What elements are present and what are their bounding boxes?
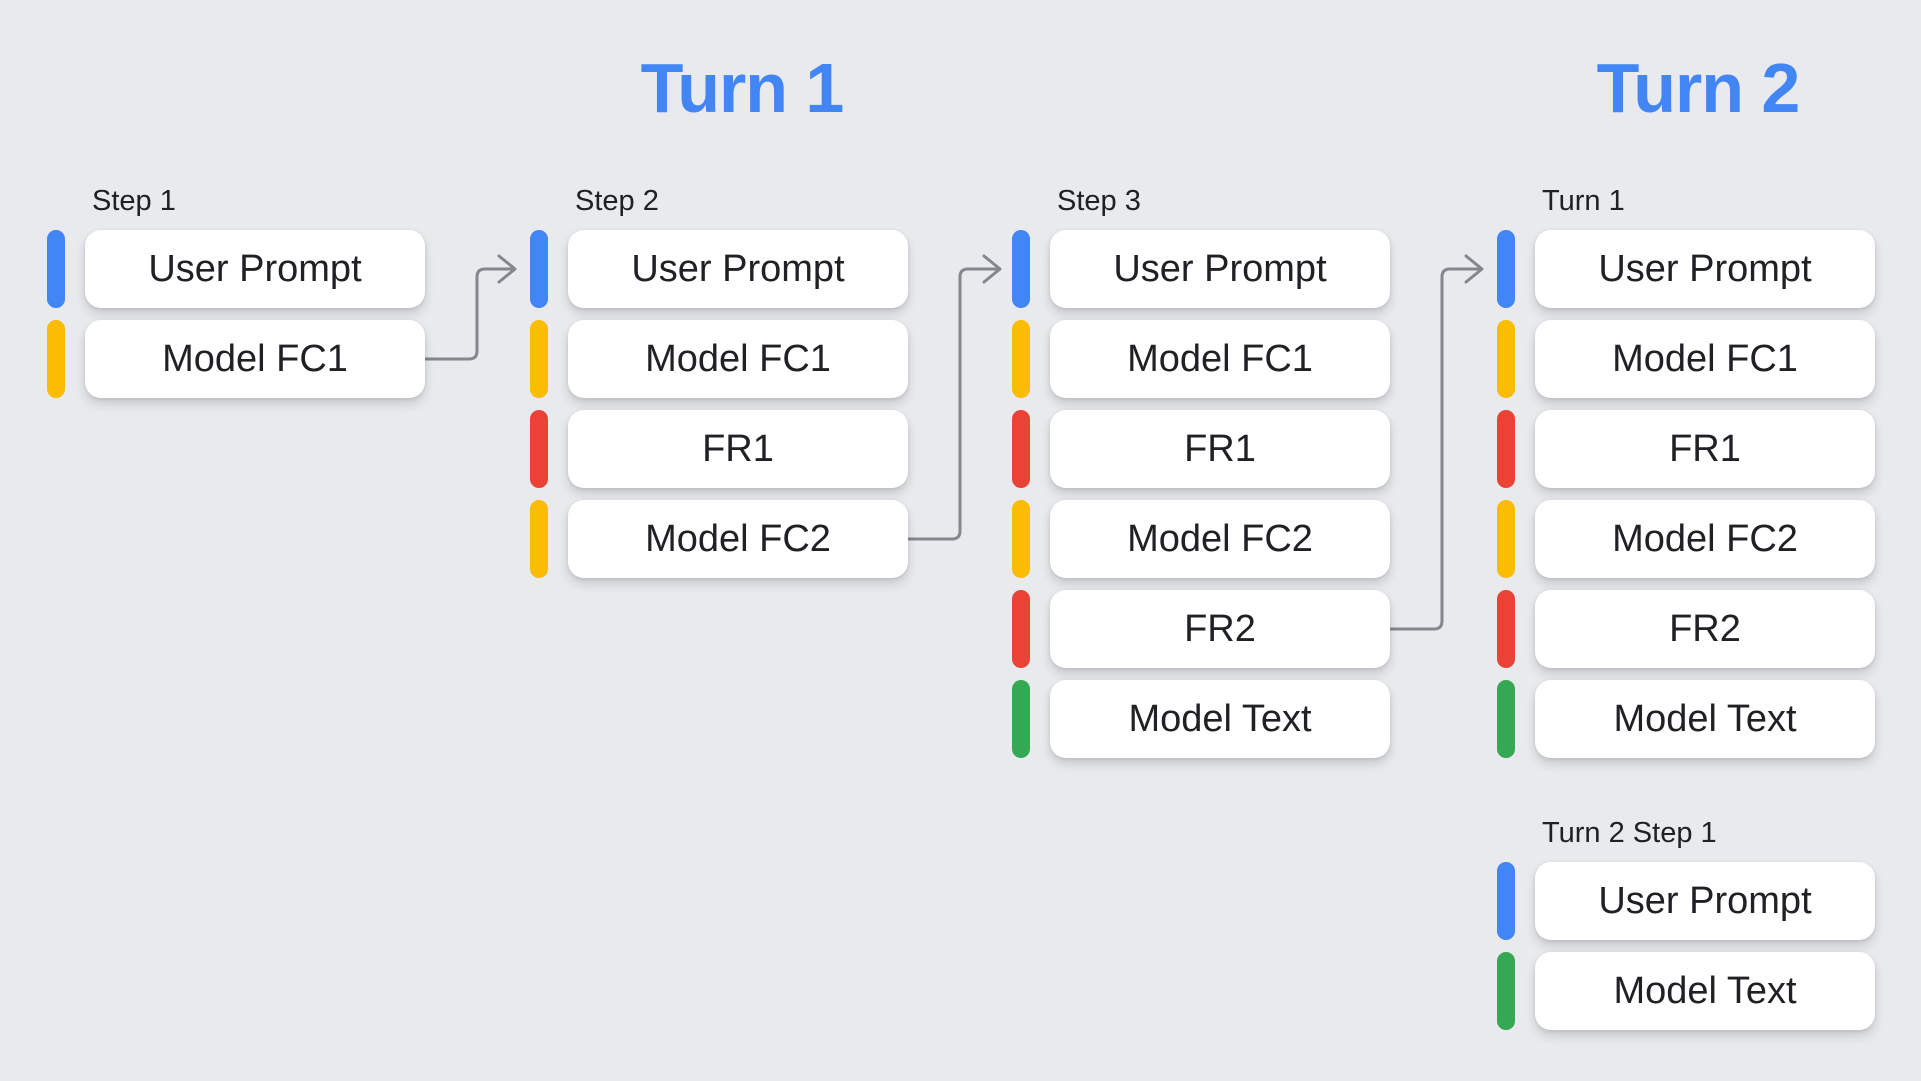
- arrow-step3-to-turn1: [1389, 254, 1484, 631]
- turn1-fr2-row: FR2: [1497, 590, 1875, 668]
- column-step-1: Step 1 User Prompt Model FC1: [47, 185, 425, 398]
- step3-model-fc1-card: Model FC1: [1050, 320, 1390, 398]
- step1-user-prompt-color-bar: [47, 230, 65, 308]
- turn-1-context-label: Turn 1: [1542, 185, 1625, 217]
- step2-model-fc1-color-bar: [530, 320, 548, 398]
- step3-model-fc1-color-bar: [1012, 320, 1030, 398]
- step3-fr1-color-bar: [1012, 410, 1030, 488]
- turn1-model-text-color-bar: [1497, 680, 1515, 758]
- turn-2-step-1-label: Turn 2 Step 1: [1542, 817, 1717, 849]
- column-turn-1-context: Turn 1 User Prompt Model FC1 FR1 Model F…: [1497, 185, 1875, 758]
- arrow-shaft: [1389, 267, 1481, 631]
- step2-model-fc2-row: Model FC2: [530, 500, 908, 578]
- step3-model-fc2-row: Model FC2: [1012, 500, 1390, 578]
- step3-fr2-row: FR2: [1012, 590, 1390, 668]
- step2-user-prompt-row: User Prompt: [530, 230, 908, 308]
- column-turn-2-step-1: Turn 2 Step 1 User Prompt Model Text: [1497, 817, 1875, 1030]
- step-2-label: Step 2: [575, 185, 659, 217]
- step3-fr2-card: FR2: [1050, 590, 1390, 668]
- step1-model-fc1-row: Model FC1: [47, 320, 425, 398]
- step2-model-fc2-color-bar: [530, 500, 548, 578]
- turn1-user-prompt-color-bar: [1497, 230, 1515, 308]
- turn1-model-fc2-card: Model FC2: [1535, 500, 1875, 578]
- turn1-model-fc2-row: Model FC2: [1497, 500, 1875, 578]
- arrow-shaft: [907, 267, 999, 541]
- turn1-fr1-color-bar: [1497, 410, 1515, 488]
- turn1-model-fc1-color-bar: [1497, 320, 1515, 398]
- arrow-head-icon: [982, 254, 1002, 284]
- step1-user-prompt-card: User Prompt: [85, 230, 425, 308]
- turn1-fr1-card: FR1: [1535, 410, 1875, 488]
- step3-user-prompt-color-bar: [1012, 230, 1030, 308]
- turn1-model-fc1-row: Model FC1: [1497, 320, 1875, 398]
- turn1-model-text-row: Model Text: [1497, 680, 1875, 758]
- arrow-head-icon: [1464, 254, 1484, 284]
- step2-fr1-row: FR1: [530, 410, 908, 488]
- column-step-2: Step 2 User Prompt Model FC1 FR1 Model F…: [530, 185, 908, 578]
- step-3-label: Step 3: [1057, 185, 1141, 217]
- step2-fr1-card: FR1: [568, 410, 908, 488]
- column-step-3: Step 3 User Prompt Model FC1 FR1 Model F…: [1012, 185, 1390, 758]
- step3-model-fc1-row: Model FC1: [1012, 320, 1390, 398]
- step3-model-text-row: Model Text: [1012, 680, 1390, 758]
- turn1-model-fc2-color-bar: [1497, 500, 1515, 578]
- turn2step1-user-prompt-color-bar: [1497, 862, 1515, 940]
- turn1-fr2-color-bar: [1497, 590, 1515, 668]
- turn1-user-prompt-card: User Prompt: [1535, 230, 1875, 308]
- arrow-head-icon: [497, 254, 517, 284]
- step2-user-prompt-color-bar: [530, 230, 548, 308]
- step2-model-fc1-row: Model FC1: [530, 320, 908, 398]
- turn1-fr1-row: FR1: [1497, 410, 1875, 488]
- turn2step1-model-text-row: Model Text: [1497, 952, 1875, 1030]
- turn-1-header: Turn 1: [640, 49, 845, 127]
- step3-fr2-color-bar: [1012, 590, 1030, 668]
- step3-model-text-color-bar: [1012, 680, 1030, 758]
- step3-fr1-card: FR1: [1050, 410, 1390, 488]
- arrow-shaft: [424, 267, 514, 361]
- turn1-user-prompt-row: User Prompt: [1497, 230, 1875, 308]
- step-1-label: Step 1: [92, 185, 176, 217]
- step2-fr1-color-bar: [530, 410, 548, 488]
- turn1-fr2-card: FR2: [1535, 590, 1875, 668]
- step2-model-fc2-card: Model FC2: [568, 500, 908, 578]
- turn2step1-user-prompt-row: User Prompt: [1497, 862, 1875, 940]
- step3-model-text-card: Model Text: [1050, 680, 1390, 758]
- turn2step1-user-prompt-card: User Prompt: [1535, 862, 1875, 940]
- turn1-model-text-card: Model Text: [1535, 680, 1875, 758]
- step1-model-fc1-color-bar: [47, 320, 65, 398]
- step2-model-fc1-card: Model FC1: [568, 320, 908, 398]
- step3-user-prompt-card: User Prompt: [1050, 230, 1390, 308]
- step3-model-fc2-color-bar: [1012, 500, 1030, 578]
- step3-model-fc2-card: Model FC2: [1050, 500, 1390, 578]
- arrow-step2-to-step3: [907, 254, 1002, 541]
- turn2step1-model-text-color-bar: [1497, 952, 1515, 1030]
- turn2step1-model-text-card: Model Text: [1535, 952, 1875, 1030]
- arrow-step1-to-step2: [424, 254, 517, 361]
- turn1-model-fc1-card: Model FC1: [1535, 320, 1875, 398]
- step3-user-prompt-row: User Prompt: [1012, 230, 1390, 308]
- step1-model-fc1-card: Model FC1: [85, 320, 425, 398]
- step2-user-prompt-card: User Prompt: [568, 230, 908, 308]
- step3-fr1-row: FR1: [1012, 410, 1390, 488]
- turn-2-header: Turn 2: [1596, 49, 1801, 127]
- step1-user-prompt-row: User Prompt: [47, 230, 425, 308]
